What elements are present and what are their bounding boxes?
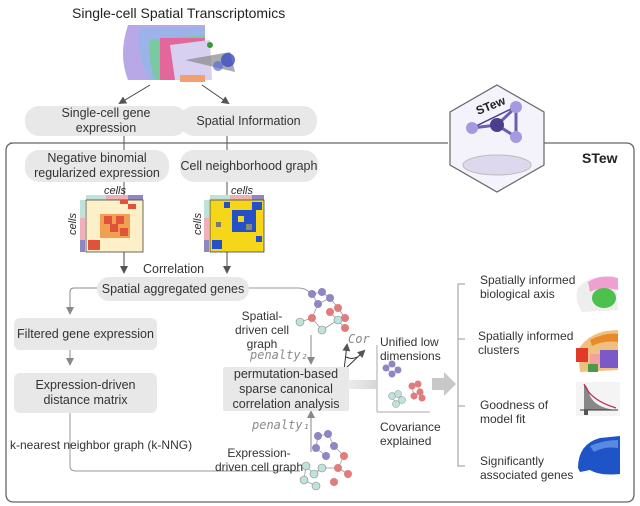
knng-label: k-nearest neighbor graph (k-NNG)	[10, 438, 193, 452]
cells-label-top-left: cells	[104, 185, 127, 197]
outcome-model-fit: Goodness of model fit	[480, 398, 549, 426]
outcome-associated-genes: Significantly associated genes	[480, 454, 574, 482]
cor-label: Cor	[348, 332, 370, 346]
spatial-aggregated-genes: Spatial aggregated genes	[97, 277, 249, 301]
expression-graph-label: Expression-driven cell graph	[214, 446, 304, 474]
penalty2-label: penalty₂	[250, 348, 308, 362]
figure-title: Single-cell Spatial Transcriptomics	[72, 5, 286, 21]
stew-panel-frame	[5, 142, 635, 503]
brain-clusters-thumbnail	[576, 330, 618, 372]
penalty1-label: penalty₁	[252, 418, 310, 432]
outcome-biological-axis: Spatially informed biological axis	[480, 273, 576, 301]
cells-label-top-right: cells	[231, 185, 254, 197]
input-gene-expression: Single-cell gene expression	[25, 106, 187, 136]
covariance-explained-label: Covariance explained	[380, 420, 441, 448]
brain-axis-thumbnail	[576, 275, 618, 312]
fit-curve-thumbnail	[576, 382, 620, 416]
brain-gene-thumbnail	[578, 436, 620, 475]
spatial-graph-label: Spatial-driven cell graph	[234, 309, 290, 351]
outcome-clusters: Spatially informed clusters	[478, 329, 574, 357]
scca-box: permutation-based sparse canonical corre…	[223, 367, 349, 411]
correlation-label: Correlation	[143, 262, 205, 276]
nb-regularized-expression: Negative binomial regularized expression	[25, 150, 169, 182]
input-spatial-information: Spatial Information	[180, 106, 317, 136]
filtered-gene-expression: Filtered gene expression	[14, 318, 157, 350]
expression-distance-matrix: Expression-driven distance matrix	[14, 373, 157, 413]
unified-dimensions-label: Unified low dimensions	[380, 335, 441, 363]
cell-neighborhood-graph: Cell neighborhood graph	[180, 150, 318, 182]
panel-label: STew	[582, 150, 618, 166]
